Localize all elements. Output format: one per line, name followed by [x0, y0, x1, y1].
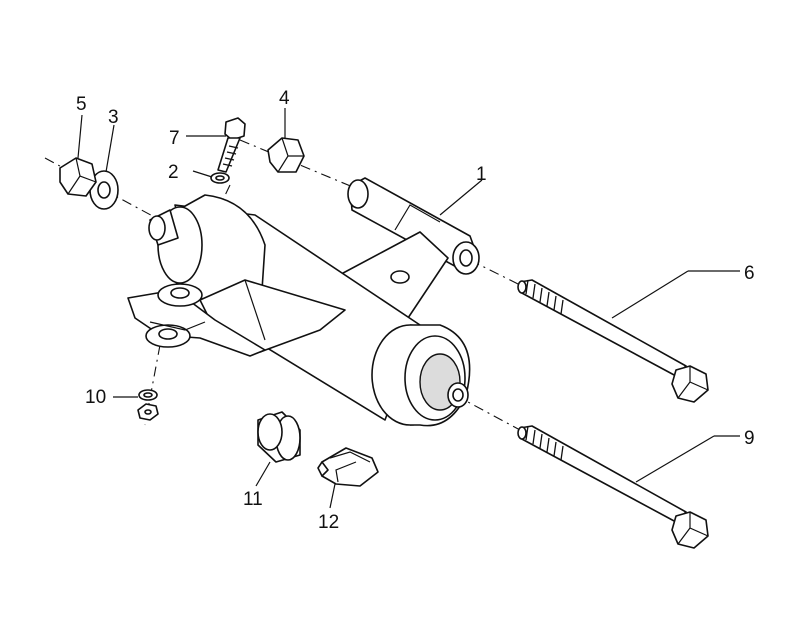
callout-10: 10 [85, 387, 106, 408]
lock-washer-part-2 [210, 172, 230, 184]
leader-lines [77, 108, 740, 509]
swing-arm-assembly [127, 177, 480, 427]
callout-11: 11 [243, 489, 263, 510]
nut-part-5 [59, 157, 97, 197]
nut-part-4 [267, 137, 305, 173]
callout-9: 9 [744, 428, 755, 449]
callout-2: 2 [168, 162, 179, 183]
callout-1: 1 [476, 164, 487, 185]
callout-7: 7 [169, 128, 180, 149]
bolt-part-6 [517, 279, 709, 403]
callout-3: 3 [108, 107, 119, 128]
callout-12: 12 [318, 512, 339, 533]
washer-part-3 [89, 170, 119, 210]
bolt-part-7 [217, 117, 246, 173]
bushing-part-11 [257, 411, 301, 463]
callout-4: 4 [279, 88, 290, 109]
washer-part-10 [137, 389, 159, 421]
clip-part-12 [317, 447, 379, 487]
callout-5: 5 [76, 94, 87, 115]
bolt-part-9 [517, 425, 709, 549]
callout-6: 6 [744, 263, 755, 284]
